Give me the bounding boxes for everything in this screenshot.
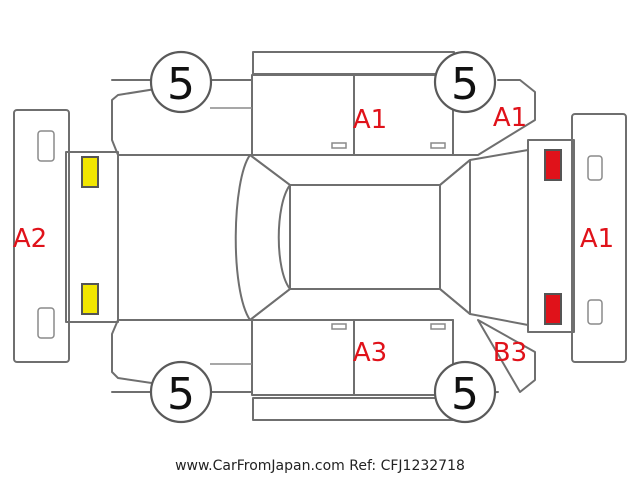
rear-bumper-panel xyxy=(571,113,627,363)
tailgate xyxy=(527,139,575,333)
wheel-front-left-grade: 5 xyxy=(167,59,195,110)
damage-code-bottom-rear-fender: B3 xyxy=(493,338,527,368)
roof-rail-top xyxy=(252,51,455,75)
rear-lamp-top xyxy=(544,149,562,181)
wheel-rear-right: 5 xyxy=(433,360,497,424)
rear-lamp-bottom xyxy=(544,293,562,325)
front-lamp-bottom xyxy=(81,283,99,315)
wheel-rear-right-grade: 5 xyxy=(451,369,479,420)
front-bumper-panel xyxy=(13,109,70,363)
damage-code-top-door: A1 xyxy=(353,105,387,135)
rear-window xyxy=(439,159,471,315)
damage-code-bottom-door: A3 xyxy=(353,338,387,368)
wheel-front-left: 5 xyxy=(149,50,213,114)
damage-code-front-panel: A2 xyxy=(13,224,47,254)
reference-footer: www.CarFromJapan.com Ref: CFJ1232718 xyxy=(175,458,465,474)
wheel-rear-left: 5 xyxy=(433,50,497,114)
wheel-rear-left-grade: 5 xyxy=(451,59,479,110)
top-side-profile xyxy=(111,74,536,156)
wheel-front-right: 5 xyxy=(149,360,213,424)
roof-rail-bottom xyxy=(252,397,455,421)
windshield xyxy=(234,154,291,321)
damage-code-rear-panel: A1 xyxy=(580,224,614,254)
front-lamp-top xyxy=(81,156,99,188)
car-body-top-view xyxy=(65,139,575,333)
damage-code-top-rear-fender: A1 xyxy=(493,103,527,133)
wheel-front-right-grade: 5 xyxy=(167,369,195,420)
